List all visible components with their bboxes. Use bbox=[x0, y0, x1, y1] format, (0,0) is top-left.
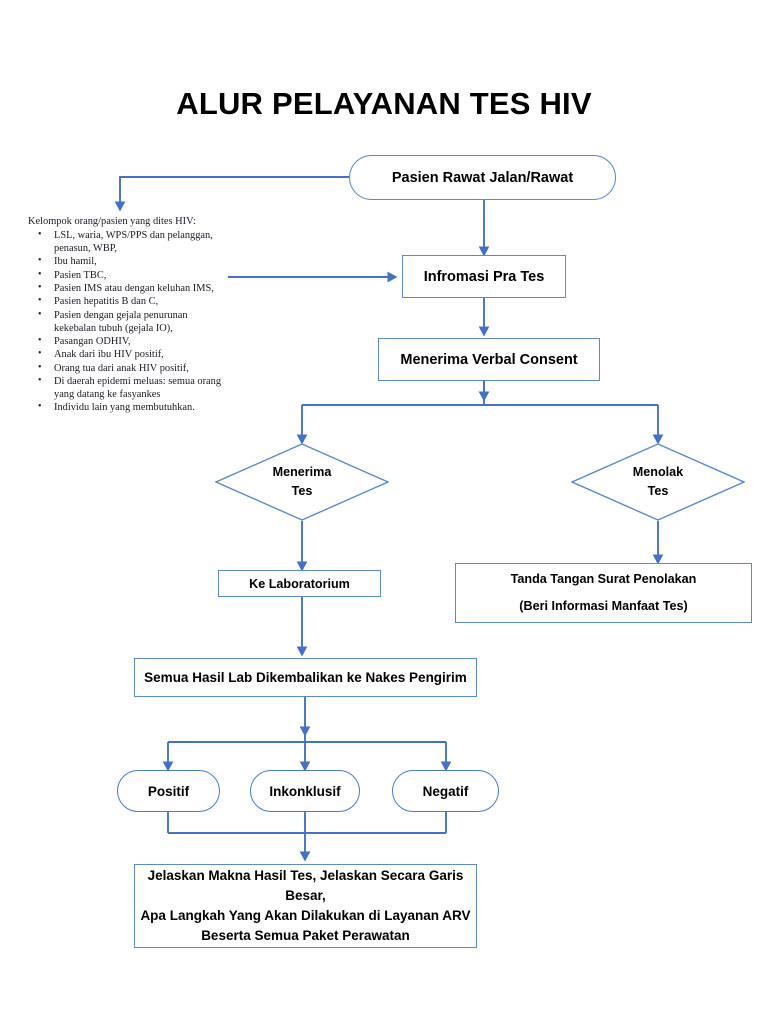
node-negatif[interactable]: Negatif bbox=[392, 770, 499, 812]
node-label-line1: Tanda Tangan Surat Penolakan bbox=[510, 571, 697, 586]
node-label-line2: Apa Langkah Yang Akan Dilakukan di Layan… bbox=[140, 908, 471, 923]
node-label-line2: Tes bbox=[647, 484, 669, 498]
node-label: Ke Laboratorium bbox=[249, 576, 350, 591]
node-ke-laboratorium[interactable]: Ke Laboratorium bbox=[218, 570, 381, 597]
edge-pasien-to-note bbox=[114, 176, 349, 212]
node-positif[interactable]: Positif bbox=[117, 770, 220, 812]
list-item: Pasien TBC, bbox=[28, 269, 228, 283]
node-pasien-rawat-jalan[interactable]: Pasien Rawat Jalan/Rawat bbox=[349, 155, 616, 200]
eligible-groups-note: Kelompok orang/pasien yang dites HIV: LS… bbox=[28, 216, 228, 416]
node-label-group: Menolak Tes bbox=[571, 443, 745, 521]
list-item: Pasangan ODHIV, bbox=[28, 335, 228, 349]
list-item: Orang tua dari anak HIV positif, bbox=[28, 362, 228, 376]
node-label: Positif bbox=[147, 783, 190, 799]
node-label: Inkonklusif bbox=[269, 783, 341, 799]
note-heading: Kelompok orang/pasien yang dites HIV: bbox=[28, 216, 196, 227]
node-label: Infromasi Pra Tes bbox=[423, 268, 545, 285]
list-item: Di daerah epidemi meluas: semua orang ya… bbox=[28, 375, 228, 402]
node-label-line1: Menolak bbox=[632, 465, 684, 480]
node-tanda-tangan-surat-penolakan[interactable]: Tanda Tangan Surat Penolakan (Beri Infor… bbox=[455, 563, 752, 623]
node-label: Menerima Verbal Consent bbox=[400, 351, 578, 368]
node-semua-hasil-lab[interactable]: Semua Hasil Lab Dikembalikan ke Nakes Pe… bbox=[134, 658, 477, 697]
page-title: ALUR PELAYANAN TES HIV bbox=[176, 86, 592, 121]
node-label-line2: Tes bbox=[291, 484, 313, 498]
diamond-shape bbox=[571, 443, 745, 521]
list-item: Pasien dengan gejala penurunan kekebalan… bbox=[28, 309, 228, 336]
node-label-line1: Jelaskan Makna Hasil Tes, Jelaskan Secar… bbox=[147, 867, 464, 903]
node-label: Negatif bbox=[422, 783, 469, 799]
list-item: Ibu hamil, bbox=[28, 255, 228, 269]
node-label: Pasien Rawat Jalan/Rawat bbox=[391, 169, 574, 186]
list-item: Anak dari ibu HIV positif, bbox=[28, 348, 228, 362]
node-jelaskan-makna-hasil-tes[interactable]: Jelaskan Makna Hasil Tes, Jelaskan Secar… bbox=[134, 864, 477, 948]
list-item: Individu lain yang membutuhkan. bbox=[28, 401, 228, 415]
list-item: LSL, waria, WPS/PPS dan pelanggan, penas… bbox=[28, 229, 228, 256]
list-item: Pasien IMS atau dengan keluhan IMS, bbox=[28, 282, 228, 296]
node-label-line1: Menerima bbox=[272, 465, 332, 480]
node-label-line3: Beserta Semua Paket Perawatan bbox=[201, 928, 410, 944]
list-item: Pasien hepatitis B dan C, bbox=[28, 295, 228, 309]
node-label-line2: (Beri Informasi Manfaat Tes) bbox=[519, 599, 688, 613]
node-informasi-pra-tes[interactable]: Infromasi Pra Tes bbox=[402, 255, 566, 298]
node-label: Semua Hasil Lab Dikembalikan ke Nakes Pe… bbox=[144, 670, 467, 685]
node-inkonklusif[interactable]: Inkonklusif bbox=[250, 770, 360, 812]
node-menerima-tes[interactable]: Menerima Tes bbox=[215, 443, 389, 521]
note-list: LSL, waria, WPS/PPS dan pelanggan, penas… bbox=[28, 229, 228, 415]
node-label-group: Menerima Tes bbox=[215, 443, 389, 521]
diamond-shape bbox=[215, 443, 389, 521]
node-menolak-tes[interactable]: Menolak Tes bbox=[571, 443, 745, 521]
node-menerima-verbal-consent[interactable]: Menerima Verbal Consent bbox=[378, 338, 600, 381]
